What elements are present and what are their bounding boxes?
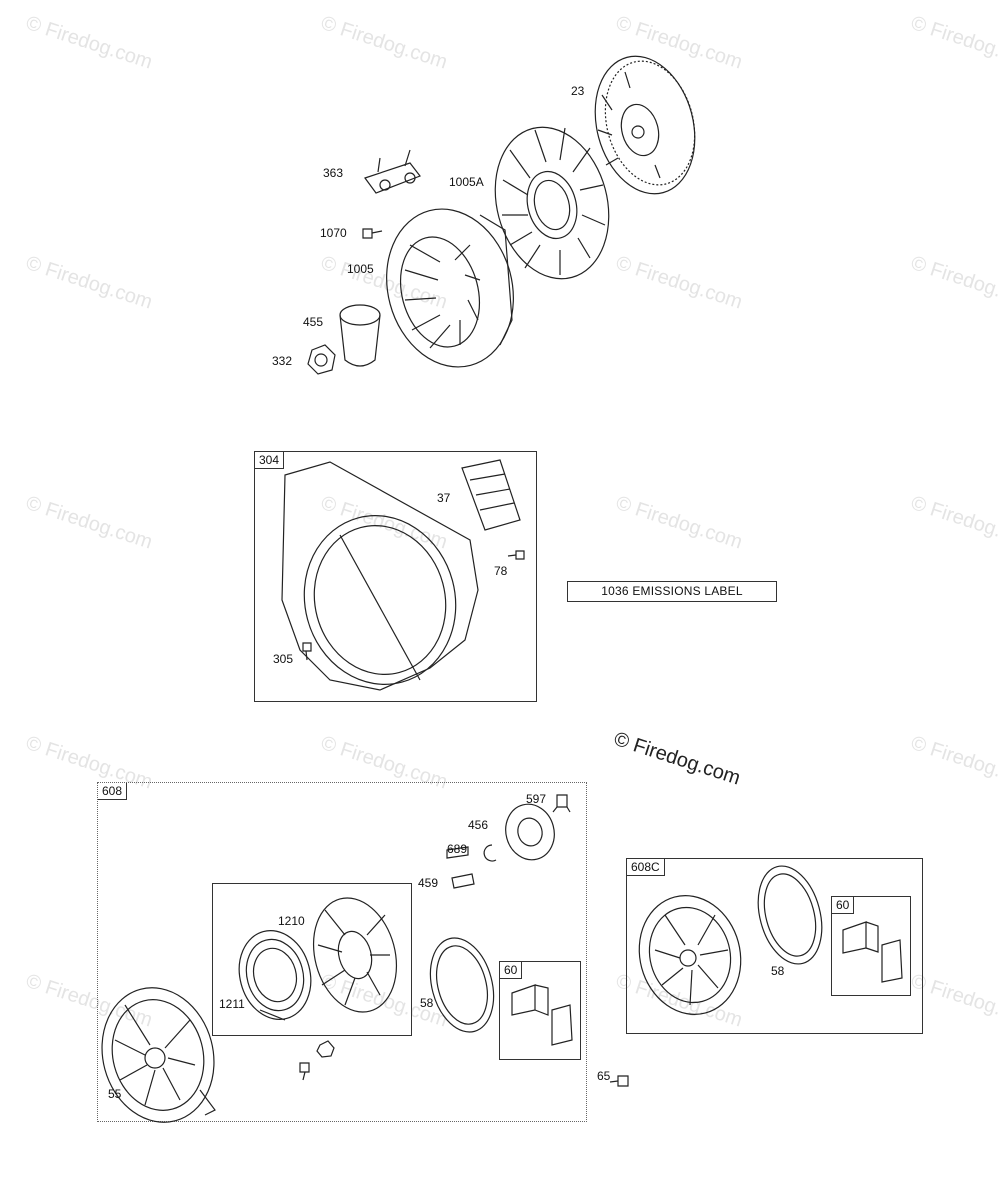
part-label-597: 597: [526, 792, 547, 806]
box-1210-group: [212, 883, 412, 1036]
pawl-459-icon: [447, 847, 474, 888]
small-screw-icon: [300, 1063, 309, 1080]
box-60-left: 60: [499, 961, 581, 1060]
part-label-65: 65: [597, 1069, 611, 1083]
part-label-332: 332: [272, 354, 293, 368]
part-label-1210: 1210: [278, 914, 305, 928]
handle-60-right-icon: [843, 922, 902, 982]
part-label-1211: 1211: [219, 997, 245, 1011]
screw-65-icon: [610, 1076, 628, 1086]
box-60-right: 60: [831, 896, 911, 996]
handle-60-left-icon: [512, 985, 572, 1045]
screw-78-icon: [508, 551, 524, 559]
part-label-1005: 1005: [347, 262, 374, 276]
screw-305-icon: [303, 643, 311, 660]
sleeve-455-icon: [340, 305, 380, 366]
ring-689-icon: [484, 845, 496, 861]
rope-guide-58-icon: [421, 931, 504, 1039]
box-304: 304: [254, 451, 537, 702]
part-label-305: 305: [273, 652, 294, 666]
box-608c-tag: 608C: [627, 859, 665, 876]
plate-37-icon: [462, 460, 520, 530]
rope-guide-58b-icon: [748, 859, 832, 971]
part-label-37: 37: [437, 491, 451, 505]
pulley-1210-icon: [301, 889, 408, 1022]
box-608c: 608C: [626, 858, 923, 1034]
recoil-housing-55-icon: [87, 975, 228, 1135]
screw-597-icon: [553, 795, 570, 812]
part-label-455: 455: [303, 315, 324, 329]
part-label-459: 459: [418, 876, 439, 890]
part-label-1070: 1070: [320, 226, 347, 240]
part-label-1005a: 1005A: [449, 175, 484, 189]
spring-1211-icon: [230, 922, 321, 1027]
part-label-363: 363: [323, 166, 344, 180]
recoil-housing-608c-icon: [626, 884, 754, 1026]
blower-housing-icon: [282, 462, 478, 702]
box-60-left-tag: 60: [500, 962, 523, 979]
part-label-456: 456: [468, 818, 489, 832]
part-label-58b: 58: [771, 964, 785, 978]
bolt-1070-icon: [363, 229, 382, 238]
part-label-689: 689: [447, 842, 468, 856]
emissions-label: 1036 EMISSIONS LABEL: [567, 581, 777, 602]
part-label-58: 58: [420, 996, 434, 1010]
box-60-right-tag: 60: [832, 897, 855, 914]
part-label-55: 55: [108, 1087, 122, 1101]
box-608: 608: [97, 782, 587, 1122]
fan-1005-icon: [369, 195, 530, 382]
box-304-tag: 304: [255, 452, 285, 469]
flywheel-icon: [581, 45, 710, 205]
fan-1005a-icon: [479, 114, 625, 291]
box-608-tag: 608: [98, 783, 128, 800]
part-label-78: 78: [494, 564, 508, 578]
part-label-23: 23: [571, 84, 585, 98]
nut-332-icon: [308, 345, 335, 374]
pulley-456-icon: [500, 799, 561, 866]
bracket-363-icon: [365, 150, 420, 193]
small-nut-icon: [317, 1041, 334, 1057]
